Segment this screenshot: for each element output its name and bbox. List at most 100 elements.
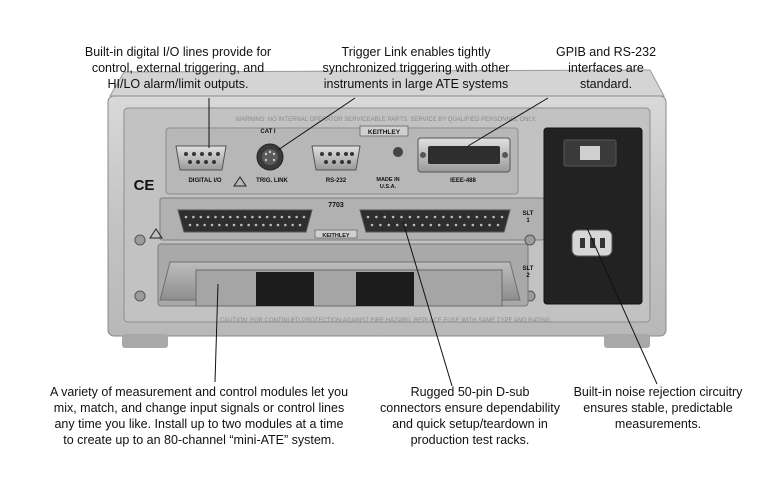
callout-dsub-line4: production test racks. (410, 433, 530, 447)
dsub-pin (251, 215, 254, 219)
card-brand-label: KEITHLEY (322, 233, 350, 239)
dsub-pin (370, 223, 374, 227)
dsub-pin (273, 215, 276, 219)
screw-icon (524, 234, 536, 246)
warning-text: WARNING: NO INTERNAL OPERATOR SERVICEABL… (236, 117, 537, 123)
callout-gpib-line2: interfaces are (568, 61, 644, 75)
dsub-pin (203, 223, 206, 227)
dsub-pin (500, 215, 504, 219)
dsub-pin (206, 215, 210, 219)
leader-modules (214, 283, 219, 383)
handle-opening-left (256, 272, 314, 306)
dsub-pin (262, 223, 265, 227)
callout-gpib: GPIB and RS-232 interfaces are standard. (540, 44, 672, 92)
dsub-pin (483, 215, 487, 219)
slot2-label-a: SLT (523, 266, 534, 272)
dsub-pin (265, 215, 269, 219)
leader-trigger-link (277, 97, 356, 151)
screw-icon (134, 290, 146, 302)
dsub-pin (479, 223, 483, 227)
dsub-pin (400, 215, 403, 219)
dsub-pin (387, 223, 391, 227)
ieee488-label: IEEE-488 (450, 178, 476, 184)
leader-dsub (402, 221, 453, 387)
dsub-pin (298, 223, 302, 227)
slot1-label-a: SLT (523, 211, 534, 217)
callout-trigger-link-line1: Trigger Link enables tightly (341, 45, 491, 59)
brand-plate (359, 125, 409, 137)
dsub-pin (391, 215, 395, 219)
callout-digital-io-line2: control, external triggering, and (91, 61, 265, 75)
dsub-pin (379, 223, 382, 227)
caution-text: CAUTION: FOR CONTINUED PROTECTION AGAINS… (220, 318, 552, 324)
callout-digital-io-line1: Built-in digital I/O lines provide for (84, 45, 272, 59)
dsub-pin (446, 223, 449, 227)
brand-label: KEITHLEY (368, 129, 401, 136)
dsub-pin (240, 223, 243, 227)
warning-triangle-icon (233, 176, 247, 187)
callout-trigger-link: Trigger Link enables tightly synchronize… (304, 44, 528, 92)
rs232-label: RS-232 (326, 178, 347, 184)
dsub-pin (214, 215, 217, 219)
dsub-pin (412, 223, 416, 227)
dsub-pin (408, 215, 412, 219)
dsub-pin (421, 223, 424, 227)
dsub-pin (243, 215, 247, 219)
dsub-pin (383, 215, 387, 219)
dsub-pin (236, 215, 239, 219)
foot-left (122, 334, 168, 348)
callout-dsub: Rugged 50-pin D-sub connectors ensure de… (372, 384, 568, 448)
dsub-pin (463, 223, 466, 227)
dsub-pin (416, 215, 420, 219)
callout-dsub-line1: Rugged 50-pin D-sub (410, 385, 530, 399)
leader-noise (586, 227, 658, 385)
callout-digital-io: Built-in digital I/O lines provide for c… (60, 44, 296, 92)
callout-dsub-line2: connectors ensure dependability (380, 401, 560, 415)
dsub-pin (458, 215, 462, 219)
callout-gpib-line3: standard. (579, 77, 633, 91)
callout-gpib-line1: GPIB and RS-232 (555, 45, 657, 59)
dsub-pin (188, 223, 192, 227)
dsub-pin (488, 223, 491, 227)
dsub-pin (475, 215, 479, 219)
made-in-label-1: MADE IN (376, 177, 399, 183)
dsub-pin (258, 215, 262, 219)
dsub-pin (221, 215, 225, 219)
dsub-connector-right (359, 209, 511, 233)
ce-mark: CE (134, 177, 155, 194)
dsub-pin (291, 223, 294, 227)
dsub-pin (467, 215, 470, 219)
callout-trigger-link-line3: instruments in large ATE systems (323, 77, 509, 91)
dsub-pin (375, 215, 378, 219)
dsub-pin (425, 215, 428, 219)
handle-opening-right (356, 272, 414, 306)
dsub-pin (295, 215, 298, 219)
leader-gpib (467, 97, 549, 147)
dsub-pin (232, 223, 236, 227)
dsub-pin (199, 215, 203, 219)
dsub-pin (287, 215, 291, 219)
screw-icon (134, 234, 146, 246)
dsub-pin (492, 215, 495, 219)
dsub-pin (247, 223, 250, 227)
dsub-pin (269, 223, 272, 227)
callout-noise-line2: ensures stable, predictable (583, 401, 733, 415)
power-entry-module (543, 127, 643, 305)
digital-io-connector (175, 145, 227, 171)
dsub-pin (228, 215, 232, 219)
dsub-pin (471, 223, 475, 227)
dsub-pin (254, 223, 258, 227)
dsub-pin (210, 223, 214, 227)
callout-noise-line1: Built-in noise rejection circuitry (573, 385, 743, 399)
dsub-pin (496, 223, 500, 227)
rs232-connector (311, 145, 361, 171)
digital-io-label: DIGITAL I/O (188, 178, 221, 184)
dsub-pin (225, 223, 228, 227)
dsub-pin (184, 215, 188, 219)
dsub-pin (276, 223, 280, 227)
callout-noise-line3: measurements. (614, 417, 702, 431)
cat-label: CAT I (260, 129, 276, 135)
callout-dsub-line3: and quick setup/teardown in (392, 417, 548, 431)
callout-modules-line3: any time you like. Install up to two mod… (54, 417, 344, 431)
